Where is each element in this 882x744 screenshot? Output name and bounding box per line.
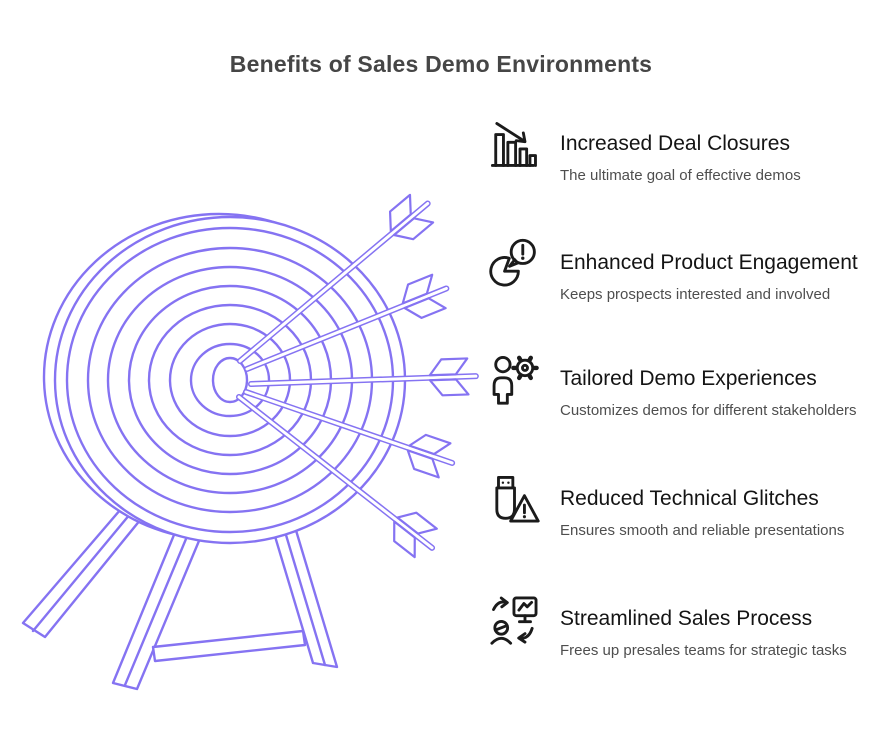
arrow bbox=[236, 394, 438, 559]
benefit-item-reduced-technical-glitches: Reduced Technical Glitches Ensures smoot… bbox=[488, 473, 882, 541]
person-monitor-sync-icon bbox=[488, 593, 544, 649]
benefit-title: Enhanced Product Engagement bbox=[560, 251, 858, 274]
arrow bbox=[237, 193, 435, 364]
benefit-title: Streamlined Sales Process bbox=[560, 607, 813, 630]
benefit-title: Reduced Technical Glitches bbox=[560, 487, 819, 510]
stand-crossbar bbox=[151, 629, 307, 663]
bullseye bbox=[211, 356, 249, 404]
benefit-description: Keeps prospects interested and involved bbox=[560, 286, 831, 304]
benefit-item-increased-deal-closures: Increased Deal Closures The ultimate goa… bbox=[488, 118, 882, 186]
benefit-description: The ultimate goal of effective demos bbox=[560, 167, 801, 185]
benefit-title: Increased Deal Closures bbox=[560, 132, 790, 155]
benefit-title: Tailored Demo Experiences bbox=[560, 367, 817, 390]
benefit-item-enhanced-product-engagement: Enhanced Product Engagement Keeps prospe… bbox=[488, 237, 882, 305]
benefit-description: Ensures smooth and reliable presentation… bbox=[560, 522, 845, 540]
arrow bbox=[243, 389, 456, 479]
target-ring bbox=[189, 342, 271, 418]
arrow bbox=[244, 273, 450, 372]
declining-bar-chart-arrow-icon bbox=[488, 118, 544, 174]
target-with-arrows-graphic bbox=[21, 193, 479, 691]
benefit-item-tailored-demo-experiences: Tailored Demo Experiences Customizes dem… bbox=[488, 353, 882, 421]
benefit-description: Customizes demos for different stakehold… bbox=[560, 402, 857, 420]
benefit-description: Frees up presales teams for strategic ta… bbox=[560, 642, 847, 660]
target-illustration bbox=[15, 193, 479, 710]
arrow bbox=[248, 357, 479, 397]
benefit-item-streamlined-sales-process: Streamlined Sales Process Frees up presa… bbox=[488, 593, 882, 661]
page-title: Benefits of Sales Demo Environments bbox=[229, 51, 653, 77]
person-gear-icon bbox=[488, 353, 544, 409]
usb-drive-warning-icon bbox=[488, 473, 544, 529]
pie-chart-alert-bubble-icon bbox=[488, 237, 544, 293]
